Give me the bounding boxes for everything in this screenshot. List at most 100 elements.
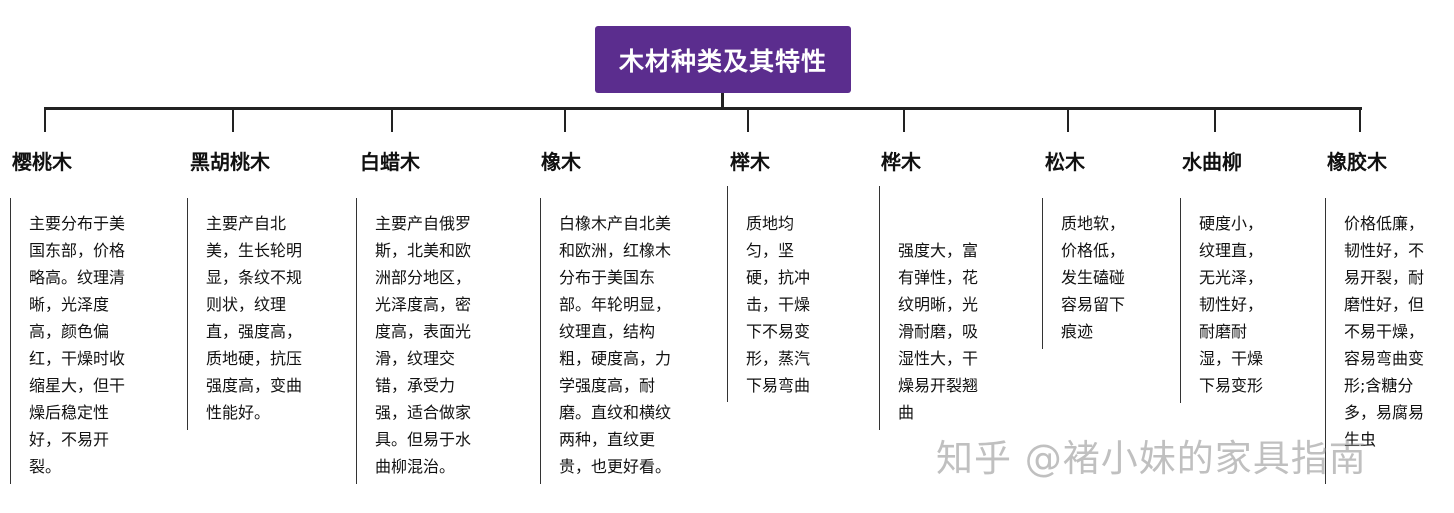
description-line: 部。年轮明显， — [559, 295, 672, 314]
description-line: 分布于美国东 — [559, 268, 656, 287]
description-line: 主要产自北 — [206, 214, 287, 233]
horizontal-connector — [44, 107, 1362, 110]
description-line: 容易弯曲变 — [1344, 349, 1425, 368]
description-line: 容易留下 — [1061, 295, 1126, 314]
description-line: 学强度高，耐 — [559, 376, 656, 395]
description-line: 匀，坚 — [746, 241, 795, 260]
root-connector — [721, 93, 724, 109]
description-line: 具。但易于水 — [375, 430, 472, 449]
description-line: 下不易变 — [746, 322, 811, 341]
description-line: 滑，纹理交 — [375, 349, 456, 368]
description-line: 主要产自俄罗 — [375, 214, 472, 233]
description-line: 磨性好，但 — [1344, 295, 1425, 314]
description-line: 燥易开裂翘 — [898, 376, 979, 395]
description-line: 主要分布于美 — [29, 214, 126, 233]
description-line: 曲 — [898, 403, 915, 422]
description-line: 和欧洲，红橡木 — [559, 241, 672, 260]
description-line: 下易弯曲 — [746, 376, 811, 395]
description-line: 形;含糖分 — [1344, 376, 1414, 395]
description-line: 则状，纹理 — [206, 295, 287, 314]
description-line: 粗，硬度高，力 — [559, 349, 672, 368]
description-line: 燥后稳定性 — [29, 403, 110, 422]
wood-card: 质地软， 价格低， 发生磕碰容易留下痕迹 — [1042, 198, 1151, 349]
wood-card: 强度大，富有弹性，花纹明晰，光滑耐磨，吸湿性大，干燥易开裂翘曲 — [879, 186, 1008, 430]
description-line: 斯，北美和欧 — [375, 241, 472, 260]
description-line: 强，适合做家 — [375, 403, 472, 422]
description-line: 韧性好， — [1199, 295, 1264, 314]
description-line: 生虫 — [1344, 430, 1377, 449]
description-line: 滑耐磨，吸 — [898, 322, 979, 341]
description-line: 痕迹 — [1061, 322, 1094, 341]
description-line: 质地软， — [1061, 214, 1126, 233]
description-line: 耐磨耐 — [1199, 322, 1248, 341]
wood-title: 松木 — [1045, 150, 1085, 174]
description-line: 两种，直纹更 — [559, 430, 656, 449]
wood-description: 硬度小， 纹理直， 无光泽， 韧性好， 耐磨耐湿，干燥下易变形 — [1199, 198, 1289, 399]
description-line: 形，蒸汽 — [746, 349, 811, 368]
description-line: 贵，也更好看。 — [559, 457, 672, 476]
wood-description: 质地软， 价格低， 发生磕碰容易留下痕迹 — [1061, 198, 1151, 345]
watermark: 知乎 @褚小妹的家具指南 — [936, 437, 1367, 480]
wood-description: 主要产自北美，生长轮明显，条纹不规则状，纹理直，强度高， 质地硬，抗压强度高，变曲… — [206, 198, 326, 426]
wood-description: 白橡木产自北美和欧洲，红橡木分布于美国东部。年轮明显，纹理直，结构粗，硬度高，力… — [559, 198, 699, 480]
description-line: 有弹性，花 — [898, 268, 979, 287]
description-line: 磨。直纹和横纹 — [559, 403, 672, 422]
description-line: 质地均 — [746, 214, 795, 233]
wood-card: 白橡木产自北美和欧洲，红橡木分布于美国东部。年轮明显，纹理直，结构粗，硬度高，力… — [540, 198, 699, 484]
description-line: 显，条纹不规 — [206, 268, 303, 287]
wood-title: 樱桃木 — [12, 150, 72, 174]
description-line: 无光泽， — [1199, 268, 1264, 287]
wood-card: 主要产自北美，生长轮明显，条纹不规则状，纹理直，强度高， 质地硬，抗压强度高，变曲… — [187, 198, 326, 430]
wood-card: 主要产自俄罗斯，北美和欧洲部分地区，光泽度高，密度高，表面光滑，纹理交错，承受力… — [356, 198, 495, 484]
root-node: 木材种类及其特性 — [595, 26, 851, 93]
description-line: 高，颜色偏 — [29, 322, 110, 341]
wood-title: 橡木 — [541, 150, 581, 174]
description-line: 价格低廉， — [1344, 214, 1425, 233]
description-line: 不易干燥， — [1344, 322, 1425, 341]
wood-description: 质地均匀，坚硬，抗冲击，干燥下不易变形，蒸汽下易弯曲 — [746, 186, 836, 399]
description-line: 湿，干燥 — [1199, 349, 1264, 368]
description-line: 多，易腐易 — [1344, 403, 1425, 422]
description-line: 韧性好，不 — [1344, 241, 1425, 260]
wood-title: 白蜡木 — [360, 150, 420, 174]
root-title: 木材种类及其特性 — [618, 46, 827, 76]
description-line: 易开裂，耐 — [1344, 268, 1425, 287]
description-line: 直，强度高， — [206, 322, 303, 341]
description-line: 纹理直， — [1199, 241, 1264, 260]
description-line: 红，干燥时收 — [29, 349, 126, 368]
description-line: 好，不易开 — [29, 430, 110, 449]
description-line: 质地硬，抗压 — [206, 349, 303, 368]
wood-card: 质地均匀，坚硬，抗冲击，干燥下不易变形，蒸汽下易弯曲 — [727, 186, 836, 402]
wood-title: 水曲柳 — [1182, 150, 1242, 174]
wood-description: 价格低廉， 韧性好，不易开裂，耐磨性好，但不易干燥， 容易弯曲变形;含糖分多，易腐易… — [1344, 198, 1449, 484]
description-line: 缩星大，但干 — [29, 376, 126, 395]
description-line: 硬，抗冲 — [746, 268, 811, 287]
description-line: 纹明晰，光 — [898, 295, 979, 314]
wood-description: 强度大，富有弹性，花纹明晰，光滑耐磨，吸湿性大，干燥易开裂翘曲 — [898, 186, 1008, 426]
description-line: 略高。纹理清 — [29, 268, 126, 287]
wood-title: 黑胡桃木 — [190, 150, 270, 174]
description-line: 晰，光泽度 — [29, 295, 110, 314]
description-line: 度高，表面光 — [375, 322, 472, 341]
description-line: 下易变形 — [1199, 376, 1264, 395]
description-line: 击，干燥 — [746, 295, 811, 314]
description-line: 强度大，富 — [898, 241, 979, 260]
description-line: 光泽度高，密 — [375, 295, 472, 314]
wood-card: 硬度小， 纹理直， 无光泽， 韧性好， 耐磨耐湿，干燥下易变形 — [1180, 198, 1289, 403]
wood-description: 主要产自俄罗斯，北美和欧洲部分地区，光泽度高，密度高，表面光滑，纹理交错，承受力… — [375, 198, 495, 480]
description-line: 曲柳混治。 — [375, 457, 456, 476]
description-line: 错，承受力 — [375, 376, 456, 395]
wood-title: 榉木 — [730, 150, 770, 174]
description-line: 纹理直，结构 — [559, 322, 656, 341]
description-line: 发生磕碰 — [1061, 268, 1126, 287]
description-line: 价格低， — [1061, 241, 1126, 260]
description-line: 湿性大，干 — [898, 349, 979, 368]
description-line: 美，生长轮明 — [206, 241, 303, 260]
wood-description: 主要分布于美国东部，价格略高。纹理清晰，光泽度高，颜色偏红，干燥时收缩星大，但干… — [29, 198, 149, 480]
wood-card: 价格低廉， 韧性好，不易开裂，耐磨性好，但不易干燥， 容易弯曲变形;含糖分多，易腐易… — [1325, 198, 1449, 484]
wood-title: 桦木 — [881, 150, 921, 174]
description-line: 强度高，变曲 — [206, 376, 303, 395]
description-line: 性能好。 — [206, 403, 271, 422]
wood-card: 主要分布于美国东部，价格略高。纹理清晰，光泽度高，颜色偏红，干燥时收缩星大，但干… — [10, 198, 149, 484]
description-line: 硬度小， — [1199, 214, 1264, 233]
